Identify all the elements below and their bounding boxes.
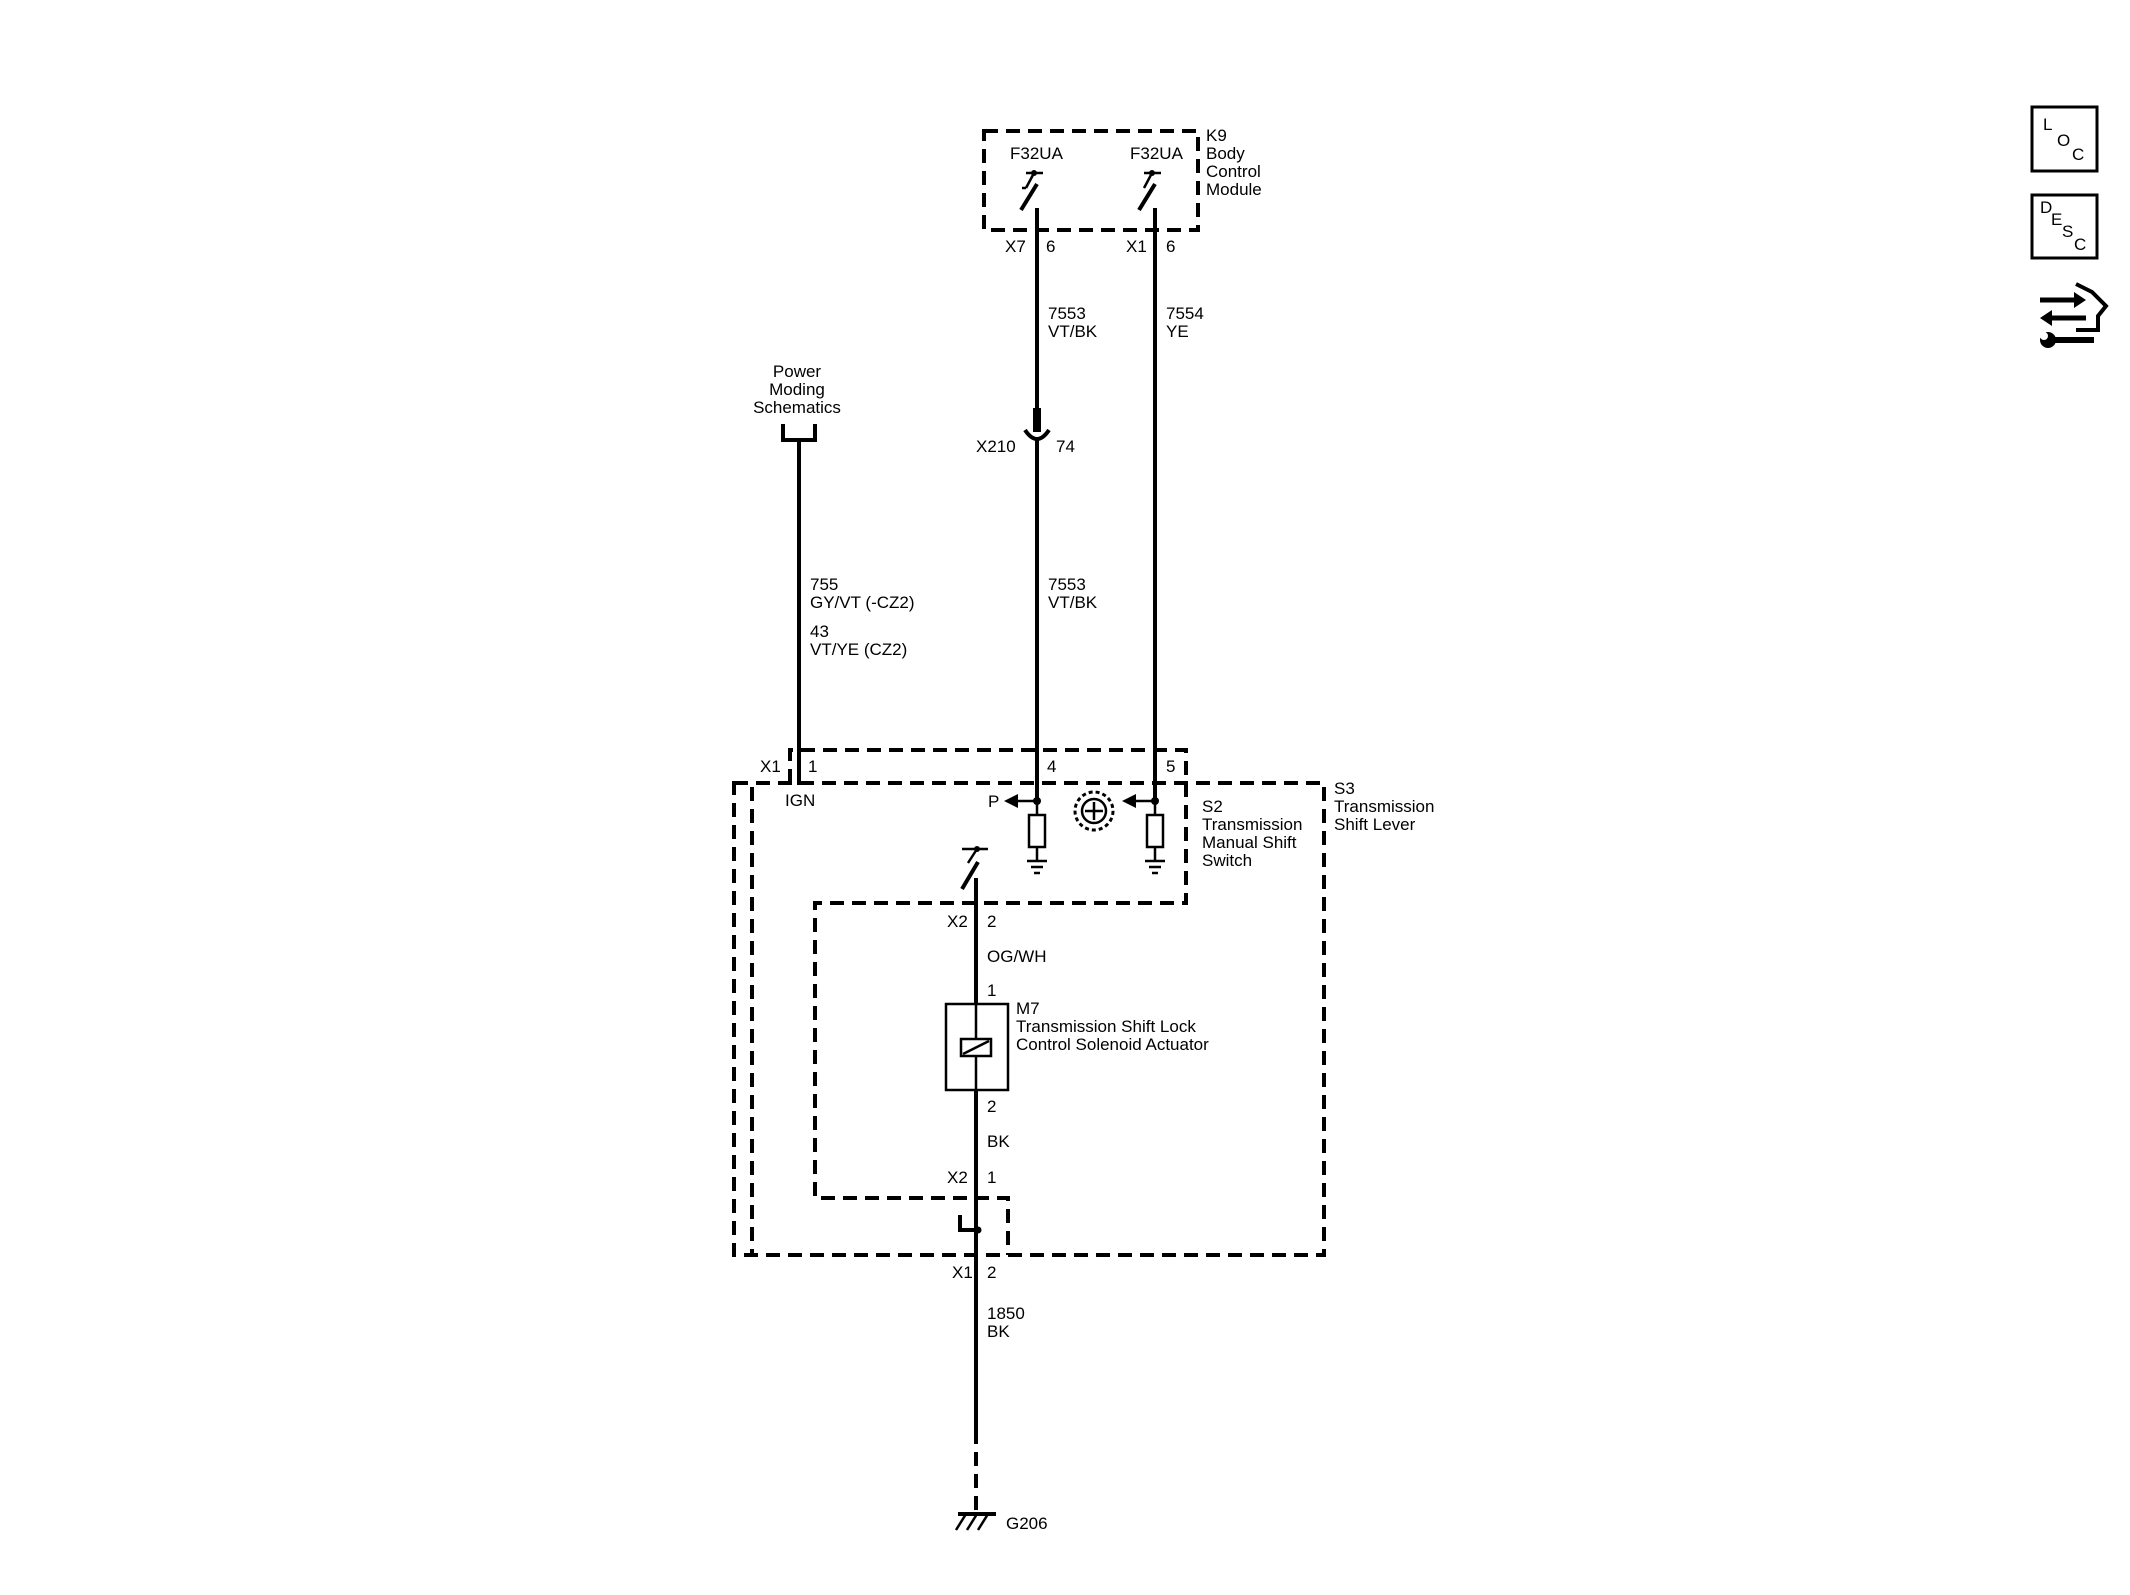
fuse-label-left: F32UA <box>1010 144 1064 163</box>
wire-7554-circuit: 7554 <box>1166 304 1204 323</box>
circuit-7554: 7554 YE <box>1153 208 1204 803</box>
wire-7553-lower-circuit: 7553 <box>1048 575 1086 594</box>
s3-transmission-shift-lever: S3 Transmission Shift Lever X1 1 IGN <box>732 757 1434 1257</box>
wire-og-wh-color: OG/WH <box>987 947 1047 966</box>
shift-lock-circuit: X2 2 OG/WH 1 M7 Transmission Shift Lock … <box>944 846 1209 1533</box>
s3-x1-connector: X1 <box>760 757 781 776</box>
diagnostic-connector-button[interactable] <box>2040 282 2109 348</box>
s2-pin4: 4 <box>1047 757 1056 776</box>
s2-pin5: 5 <box>1166 757 1175 776</box>
x2-pin2: 2 <box>987 912 996 931</box>
wire-43-color: VT/YE (CZ2) <box>810 640 907 659</box>
wire-1850-circuit: 1850 <box>987 1304 1025 1323</box>
k9-id: K9 <box>1206 126 1227 145</box>
s3-name-line1: Transmission <box>1334 797 1434 816</box>
wire-bk-color: BK <box>987 1132 1010 1151</box>
m7-pin2: 2 <box>987 1097 996 1116</box>
connector-outline-icon <box>2075 282 2109 332</box>
s2-name-line3: Switch <box>1202 851 1252 870</box>
shift-lock-switch-blade <box>960 860 980 891</box>
k9-right-connector: X1 <box>1126 237 1147 256</box>
wrench-icon <box>2040 332 2094 348</box>
wire-755-color: GY/VT (-CZ2) <box>810 593 915 612</box>
s3-id: S3 <box>1334 779 1355 798</box>
manual-sense-branch <box>1122 794 1165 875</box>
s2-name-line1: Transmission <box>1202 815 1302 834</box>
wire-7553-upper-circuit: 7553 <box>1048 304 1086 323</box>
k9-right-pin: 6 <box>1166 237 1175 256</box>
ground-g206-icon <box>954 1512 996 1531</box>
arrow-left-icon <box>1004 794 1018 808</box>
m7-id: M7 <box>1016 999 1040 1018</box>
x2-pin1: 1 <box>987 1168 996 1187</box>
loc-letter-l: L <box>2043 115 2052 134</box>
arrow-left-icon <box>1122 794 1136 808</box>
s2-name-line2: Manual Shift <box>1202 833 1297 852</box>
x2-connector-top: X2 <box>947 912 968 931</box>
loc-letter-o: O <box>2057 131 2070 150</box>
power-moding-reference: Power Moding Schematics 755 GY/VT (-CZ2)… <box>753 362 915 785</box>
k9-left-pin: 6 <box>1046 237 1055 256</box>
internal-connector-symbol <box>958 1215 976 1232</box>
k9-module-outline <box>982 129 1200 232</box>
wire-7553-upper-color: VT/BK <box>1048 322 1098 341</box>
m7-name-line1: Transmission Shift Lock <box>1016 1017 1196 1036</box>
wire-1850-color: BK <box>987 1322 1010 1341</box>
fuse-symbol-left <box>1019 170 1043 212</box>
fuse-symbol-right <box>1137 170 1161 212</box>
k9-name-line2: Control <box>1206 162 1261 181</box>
resistor-manual <box>1145 813 1165 849</box>
desc-letter-s: S <box>2062 222 2073 241</box>
s3-x1-pin1: 1 <box>808 757 817 776</box>
park-label: P <box>988 792 999 811</box>
k9-left-connector: X7 <box>1005 237 1026 256</box>
s3-name-line2: Shift Lever <box>1334 815 1416 834</box>
fuse-label-right: F32UA <box>1130 144 1184 163</box>
power-ref-line3: Schematics <box>753 398 841 417</box>
wire-7553-lower-color: VT/BK <box>1048 593 1098 612</box>
s3-outline <box>732 781 1326 1257</box>
k9-body-control-module: F32UA F32UA K9 Body Control Module X7 6 … <box>982 126 1262 256</box>
loc-letter-c: C <box>2072 145 2084 164</box>
x210-connector-pin: 74 <box>1056 437 1075 456</box>
circuit-7553: 7553 VT/BK X210 74 7553 VT/BK <box>976 208 1098 803</box>
description-button[interactable]: D E S C <box>2030 193 2099 260</box>
wire-755-circuit: 755 <box>810 575 838 594</box>
gear-plus-icon <box>1073 790 1115 832</box>
page-reference-symbol <box>781 424 817 442</box>
k9-name-line1: Body <box>1206 144 1245 163</box>
m7-solenoid-actuator <box>944 1002 1010 1092</box>
x210-connector-name: X210 <box>976 437 1016 456</box>
x1-connector-bottom: X1 <box>952 1263 973 1282</box>
wire-7554-color: YE <box>1166 322 1189 341</box>
desc-letter-c: C <box>2074 235 2086 254</box>
wire-43-circuit: 43 <box>810 622 829 641</box>
ground-label: G206 <box>1006 1514 1048 1533</box>
inline-connector-x210 <box>1023 428 1051 441</box>
k9-name-line3: Module <box>1206 180 1262 199</box>
location-button[interactable]: L O C <box>2030 105 2099 173</box>
s2-id: S2 <box>1202 797 1223 816</box>
s2-transmission-manual-shift-switch: S2 Transmission Manual Shift Switch 4 5 … <box>788 748 1302 1255</box>
desc-letter-d: D <box>2040 198 2052 217</box>
resistor-park <box>1027 813 1047 849</box>
x2-connector-bottom: X2 <box>947 1168 968 1187</box>
desc-letter-e: E <box>2051 210 2062 229</box>
x1-pin2: 2 <box>987 1263 996 1282</box>
park-sense-branch: P <box>988 792 1047 875</box>
power-ref-line2: Moding <box>769 380 825 399</box>
power-ref-line1: Power <box>773 362 822 381</box>
m7-name-line2: Control Solenoid Actuator <box>1016 1035 1209 1054</box>
ign-label: IGN <box>785 791 815 810</box>
m7-pin1: 1 <box>987 981 996 1000</box>
